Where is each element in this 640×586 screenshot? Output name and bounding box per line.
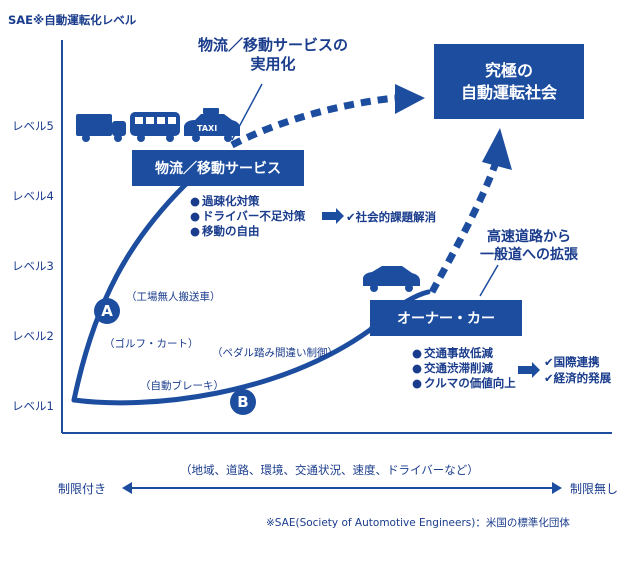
level-5-label: レベル5 (12, 119, 54, 133)
list-item: クルマの価値向上 (412, 376, 516, 391)
level-3-label: レベル3 (12, 259, 54, 273)
range-arrow-left-head (122, 482, 132, 494)
pedal-misapplication-annotation: （ペダル踏み間違い制御） (212, 347, 338, 359)
level-1-label: レベル1 (12, 399, 54, 413)
route-b-marker: B (230, 389, 256, 415)
dotted-arrow-top (230, 94, 396, 149)
highway-expansion-label: 高速道路から 一般道への拡張 (480, 229, 578, 263)
taxi-sign: TAXI (197, 124, 218, 133)
logistics-bullet-list: 過疎化対策 ドライバー不足対策 移動の自由 (190, 194, 305, 239)
level-2-label: レベル2 (12, 329, 54, 343)
unlimited-label: 制限無し (570, 482, 619, 496)
list-item: 交通事故低減 (412, 346, 516, 361)
conditions-text: （地域、道路、環境、交通状況、速度、ドライバーなど） (180, 463, 479, 477)
list-item: 過疎化対策 (190, 194, 305, 209)
international-cooperation-result: ✔国際連携 (544, 355, 600, 369)
route-a-marker: A (94, 298, 120, 324)
level-4-label: レベル4 (12, 189, 54, 203)
logistics-service-box: 物流／移動サービス (132, 150, 304, 186)
car-icon (363, 266, 420, 292)
social-issue-result: ✔社会的課題解消 (346, 210, 437, 224)
list-item: 交通渋滞削減 (412, 361, 516, 376)
leader-highway (479, 264, 499, 297)
result-arrow-logistics (322, 208, 344, 224)
economic-development-result: ✔経済的発展 (544, 371, 612, 385)
practical-use-label: 物流／移動サービスの 実用化 (198, 36, 349, 73)
result-arrow-owner (518, 362, 540, 378)
owner-car-box: オーナー・カー (370, 300, 522, 336)
range-arrow-right-head (552, 482, 562, 494)
arrowhead-right (482, 128, 512, 170)
limited-label: 制限付き (58, 482, 107, 496)
y-axis-title: SAE※自動運転化レベル (8, 13, 137, 27)
dotted-arrow-right (428, 163, 499, 294)
truck-icon (76, 114, 126, 142)
route-a-curve (71, 175, 198, 403)
sae-footnote: ※SAE(Society of Automotive Engineers)：米国… (266, 517, 570, 529)
bus-icon (130, 112, 180, 142)
arrowhead-top (395, 84, 425, 114)
taxi-icon (184, 108, 240, 142)
ultimate-society-box: 究極の 自動運転社会 (434, 44, 584, 119)
factory-agv-annotation: （工場無人搬送車） (126, 291, 221, 303)
auto-brake-annotation: （自動ブレーキ） (140, 380, 224, 392)
list-item: 移動の自由 (190, 224, 305, 239)
list-item: ドライバー不足対策 (190, 209, 305, 224)
owner-bullet-list: 交通事故低減 交通渋滞削減 クルマの価値向上 (412, 346, 516, 391)
route-b-curve (71, 317, 383, 406)
golf-cart-annotation: （ゴルフ・カート） (104, 338, 199, 350)
